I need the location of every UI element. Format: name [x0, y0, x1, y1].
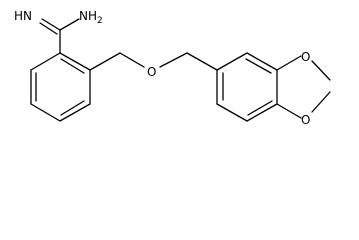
dioxole-oxygen-top-label: O: [301, 50, 310, 64]
ring-bond: [59, 103, 91, 122]
amine-label-subscript: 2: [97, 16, 103, 26]
ring-inner-double-bond: [60, 100, 85, 116]
ether-oxygen-label: O: [147, 65, 156, 79]
ring-inner-double-bond: [245, 58, 272, 74]
ring-bond: [59, 52, 91, 71]
bond-o-ch2: [159, 52, 188, 68]
ring-bond: [216, 103, 248, 122]
bond-ch2-ring: [186, 52, 218, 71]
benzene-ring-left: [30, 52, 91, 122]
structure-diagram: HN NH2 O O O: [14, 9, 331, 127]
bond-c-n-amine: [59, 18, 80, 31]
ring-bond: [30, 103, 61, 122]
bond-o-ring-bottom: [276, 103, 302, 119]
dioxole-ring: [276, 55, 331, 119]
bond-c-n-imine-a: [41, 18, 61, 31]
ring-bond: [246, 103, 278, 122]
bond-o-ch2-top: [311, 60, 331, 81]
ring-inner-double-bond: [60, 58, 85, 74]
benzene-ring-right: [216, 52, 278, 122]
amidine-group: [39, 18, 80, 54]
ring-bond: [246, 52, 278, 71]
dioxole-oxygen-bottom-label: O: [301, 113, 310, 127]
ring-bond: [216, 52, 248, 71]
bond-ch2-o: [119, 52, 145, 68]
bond-ch2-o-bottom: [311, 91, 331, 113]
ring-bond: [30, 52, 61, 71]
bond-ring-o-top: [276, 55, 302, 71]
imine-label: HN: [14, 9, 32, 23]
ether-linker: [89, 52, 218, 71]
bond-ring-ch2: [89, 52, 121, 71]
amine-label: NH2: [79, 9, 103, 26]
bond-c-n-imine-b: [39, 22, 58, 35]
amine-label-main: NH: [79, 9, 97, 23]
ring-inner-double-bond: [247, 100, 273, 116]
